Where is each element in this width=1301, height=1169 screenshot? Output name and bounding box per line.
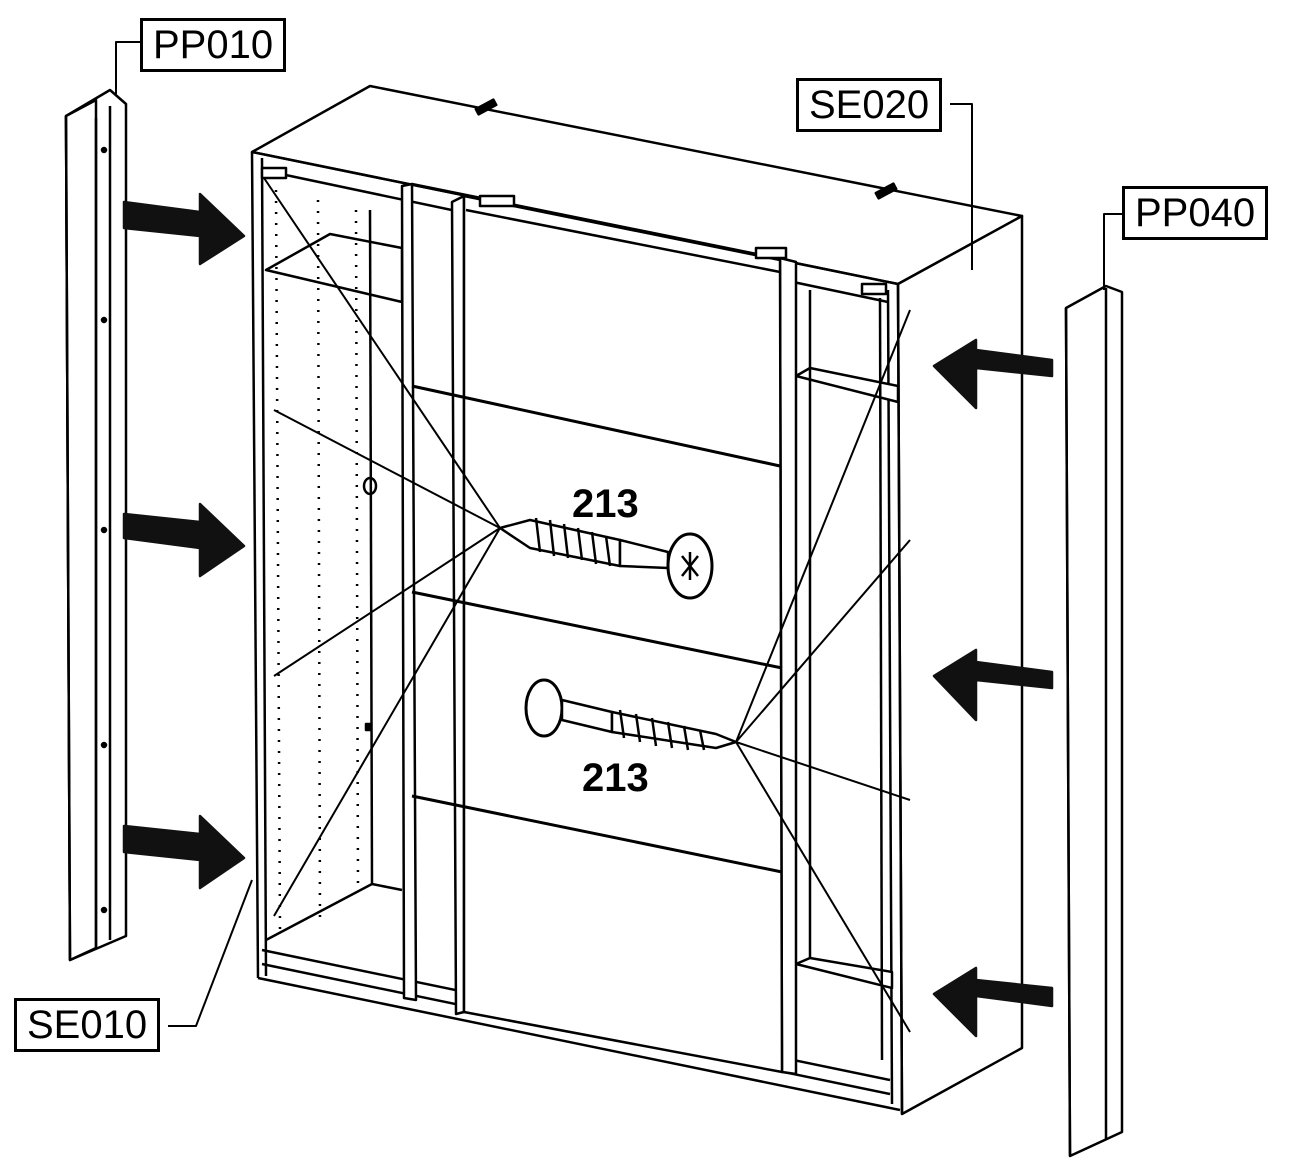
panel-pp040 bbox=[1064, 284, 1124, 1158]
screw-icon bbox=[524, 678, 738, 751]
panel-pp010 bbox=[64, 88, 128, 962]
screw-lines-right bbox=[735, 309, 911, 1033]
label-pp010: PP010 bbox=[140, 18, 287, 72]
label-se020: SE020 bbox=[796, 78, 943, 132]
screw-label-upper: 213 bbox=[572, 482, 639, 526]
top-hardware bbox=[260, 98, 898, 296]
screw-icon bbox=[498, 517, 714, 600]
arrow-left-icon bbox=[932, 338, 1054, 1038]
screw-lines-left bbox=[263, 177, 501, 917]
label-se010: SE010 bbox=[14, 998, 161, 1052]
arrow-right-icon bbox=[122, 192, 246, 890]
screw-label-lower: 213 bbox=[582, 756, 649, 800]
sliding-door-front bbox=[411, 194, 784, 1074]
label-leaders bbox=[115, 41, 1124, 1027]
label-pp040: PP040 bbox=[1122, 186, 1269, 240]
